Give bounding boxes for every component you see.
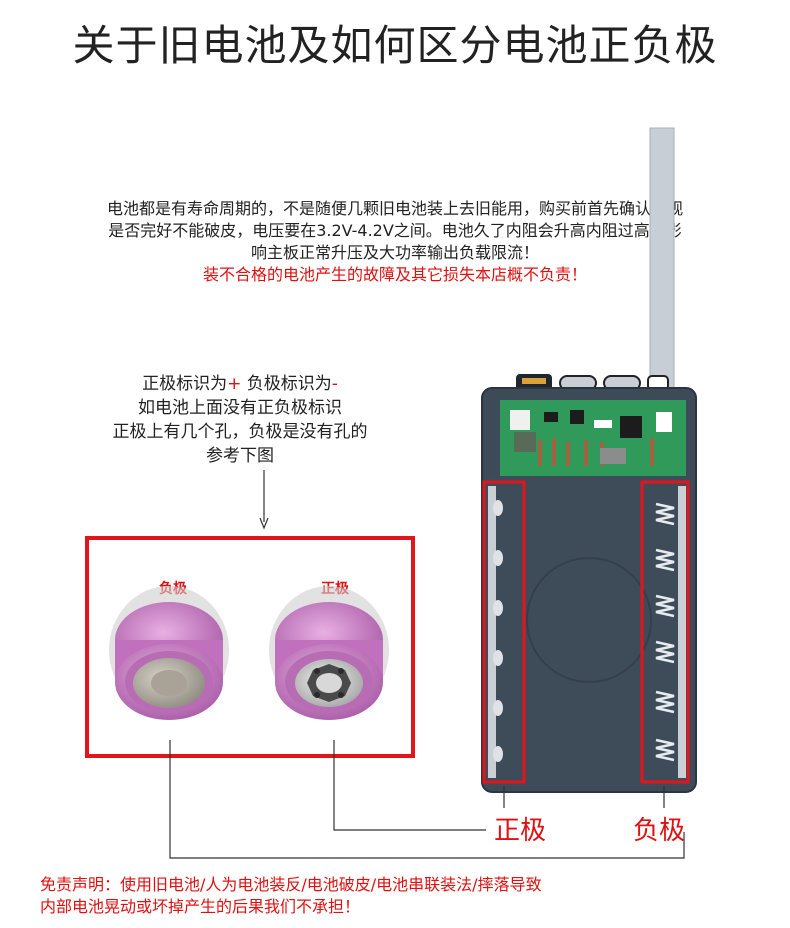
disclaimer-line-1: 免责声明：使用旧电池/人为电池装反/电池破皮/电池串联装法/摔落导致 <box>40 875 542 894</box>
intro-paragraph: 电池都是有寿命周期的，不是随便几颗旧电池装上去旧能用，购买前首先确认外观 是否完… <box>20 198 770 286</box>
intro-warning: 装不合格的电池产生的故障及其它损失本店概不负责！ <box>202 265 587 284</box>
negative-sign: - <box>331 374 338 394</box>
ribbon-cable <box>649 127 675 399</box>
polarity-note-line-2: 如电池上面没有正负极标识 <box>138 398 342 418</box>
power-bank-case <box>481 127 697 793</box>
polarity-note-line-4: 参考下图 <box>206 446 274 466</box>
negative-contact-strip <box>640 480 690 784</box>
positive-cell-photo <box>269 586 389 720</box>
positive-mark-text: 正极标识为 <box>142 374 228 394</box>
positive-sign: + <box>227 374 242 394</box>
polarity-note: 正极标识为+ 负极标识为- 如电池上面没有正负极标识 正极上有几个孔，负极是没有… <box>40 372 440 468</box>
intro-line-1: 电池都是有寿命周期的，不是随便几颗旧电池装上去旧能用，购买前首先确认外观 <box>106 199 683 218</box>
battery-sample-box: 负极 正极 <box>85 536 415 758</box>
battery-cell-photos <box>109 586 389 720</box>
page-title: 关于旧电池及如何区分电池正负极 <box>72 21 718 70</box>
negative-mark-text: 负极标识为 <box>241 374 332 394</box>
polarity-note-line-1: 正极标识为+ 负极标识为- <box>40 372 440 396</box>
disclaimer: 免责声明：使用旧电池/人为电池装反/电池破皮/电池串联装法/摔落导致 内部电池晃… <box>40 874 760 918</box>
intro-line-2: 是否完好不能破皮，电压要在3.2V-4.2V之间。电池久了内阻会升高内阻过高会影 <box>108 221 682 240</box>
intro-line-3: 响主板正常升压及大功率输出负载限流！ <box>250 243 539 262</box>
disclaimer-line-2: 内部电池晃动或坏掉产生的后果我们不承担！ <box>40 897 361 916</box>
device-positive-label: 正极 <box>494 816 547 846</box>
wireless-charging-coil <box>526 557 652 683</box>
device-negative-label: 负极 <box>633 816 686 846</box>
negative-cell-photo <box>109 586 229 720</box>
polarity-note-line-3: 正极上有几个孔，负极是没有孔的 <box>112 422 368 442</box>
down-arrow-icon <box>259 470 269 530</box>
positive-contact-strip <box>482 480 526 784</box>
